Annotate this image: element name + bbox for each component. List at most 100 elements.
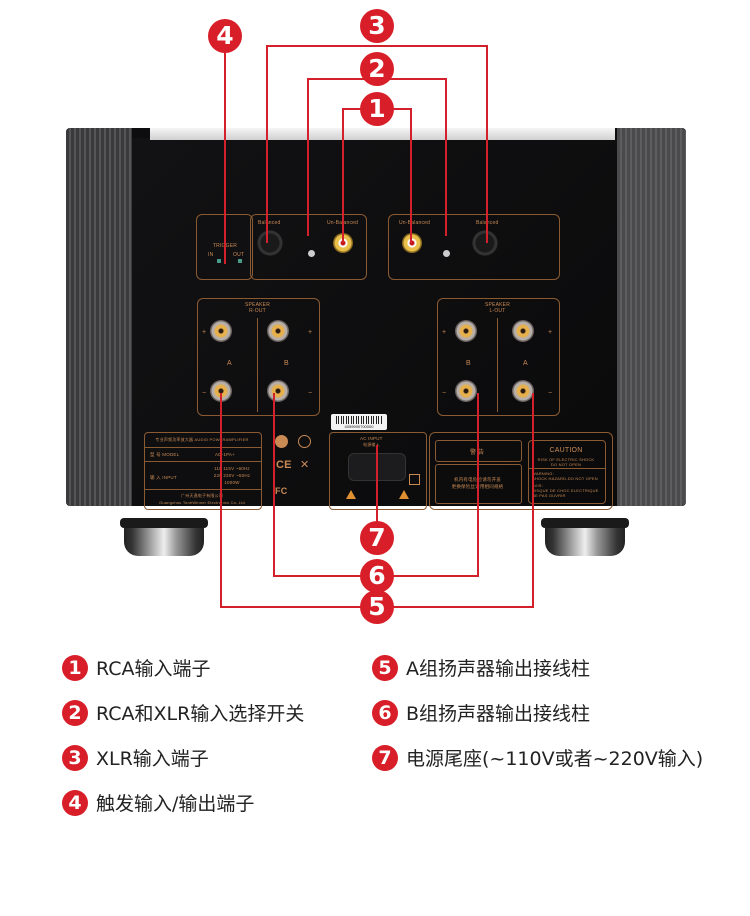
input-line1: 110 115V ~60Hz	[214, 466, 250, 471]
barcode-number: 4059990700000	[344, 424, 374, 429]
divider	[528, 468, 605, 469]
foot-right	[541, 518, 629, 556]
unbalanced-label-l: Un-Balanced	[399, 220, 431, 226]
speaker-r-b-label: B	[284, 360, 289, 367]
double-insulation-icon	[409, 474, 420, 485]
legend-item-6: 6 B组扬声器输出接线柱	[372, 699, 590, 726]
speaker-r-b-minus[interactable]	[267, 380, 289, 402]
fcc-mark: FC	[275, 486, 288, 496]
xlr-input-left[interactable]	[472, 230, 498, 256]
foot-left	[120, 518, 208, 556]
legend-number: 7	[372, 744, 398, 771]
legend-item-7: 7 电源尾座(~110V或者~220V输入)	[372, 744, 703, 771]
caution-box	[528, 440, 606, 504]
minus-sign: −	[442, 390, 447, 397]
legend-text: 触发输入/输出端子	[96, 793, 255, 815]
input-label: 输 入 INPUT	[150, 475, 177, 480]
legend-text: B组扬声器输出接线柱	[406, 703, 591, 725]
trigger-in-label: IN	[208, 252, 214, 258]
divider	[144, 447, 261, 448]
divider	[144, 461, 261, 462]
minus-sign: −	[548, 390, 553, 397]
input-panel-left	[388, 214, 560, 280]
speaker-l-title: SPEAKER	[484, 302, 511, 308]
input-selector-left[interactable]	[443, 250, 450, 257]
speaker-r-title: SPEAKER	[244, 302, 271, 308]
maker-cn: 广州天逸电子有限公司	[181, 493, 223, 498]
legend-text: XLR输入端子	[96, 748, 209, 770]
legend-number: 5	[372, 654, 398, 681]
callout-badge-4: 4	[208, 19, 242, 53]
top-cover-edge	[150, 128, 615, 140]
input-line2: 220 230V ~50Hz	[213, 473, 251, 478]
callout-badge-1: 1	[360, 92, 394, 126]
legend-number: 1	[62, 654, 88, 681]
callout-line-3	[266, 45, 488, 47]
speaker-r-a-plus[interactable]	[210, 320, 232, 342]
divider	[257, 318, 258, 412]
speaker-l-a-minus[interactable]	[512, 380, 534, 402]
rca-input-right[interactable]	[333, 233, 353, 253]
speaker-l-a-plus[interactable]	[512, 320, 534, 342]
speaker-l-a-label: A	[523, 360, 528, 367]
callout-line-7	[376, 445, 378, 525]
speaker-r-b-plus[interactable]	[267, 320, 289, 342]
caution-title: CAUTION	[549, 447, 583, 454]
trigger-in-jack[interactable]	[217, 259, 221, 263]
legend-item-3: 3 XLR输入端子	[62, 744, 209, 771]
nameplate	[144, 432, 262, 510]
warning-icon	[399, 490, 409, 499]
legend-text: RCA和XLR输入选择开关	[96, 703, 305, 725]
warning-fr-label: AVIS:	[532, 483, 543, 488]
right-heatsink	[617, 128, 686, 506]
callout-line-6	[477, 393, 479, 577]
speaker-l-b-minus[interactable]	[455, 380, 477, 402]
legend-text: 电源尾座(~110V或者~220V输入)	[406, 748, 704, 770]
callout-badge-5: 5	[360, 590, 394, 624]
maker-en: Guangzhou TonéWinner Electronics Co.,Ltd	[159, 500, 245, 505]
speaker-l-panel	[437, 298, 560, 416]
speaker-l-b-plus[interactable]	[455, 320, 477, 342]
barcode-sticker	[331, 414, 387, 430]
warning-en-text: SHOCK HAZARD-DO NOT OPEN	[532, 476, 598, 481]
rca-input-left[interactable]	[402, 233, 422, 253]
callout-badge-7: 7	[360, 521, 394, 555]
warning-fr-text2: NE PAS OUVRIR	[532, 493, 566, 498]
speaker-r-panel	[197, 298, 320, 416]
weee-icon: ✕	[300, 459, 310, 471]
balanced-label-r: Balanced	[258, 220, 281, 226]
speaker-r-a-label: A	[227, 360, 232, 367]
plus-sign: +	[442, 329, 447, 336]
legend-text: A组扬声器输出接线柱	[406, 658, 590, 680]
speaker-r-sub: R-OUT	[249, 308, 266, 314]
trigger-out-jack[interactable]	[238, 259, 242, 263]
minus-sign: −	[202, 390, 207, 397]
plus-sign: +	[202, 329, 207, 336]
warning-icon	[346, 490, 356, 499]
speaker-r-a-minus[interactable]	[210, 380, 232, 402]
speaker-l-sub: L-OUT	[489, 308, 506, 314]
legend-text: RCA输入端子	[96, 658, 211, 680]
ce-mark: CE	[276, 459, 292, 471]
legend-number: 3	[62, 744, 88, 771]
callout-line-4	[224, 52, 226, 264]
model-label: 型 号 MODEL	[150, 452, 180, 457]
callout-line-5	[220, 393, 222, 608]
legend-item-5: 5 A组扬声器输出接线柱	[372, 654, 590, 681]
xlr-input-right[interactable]	[257, 230, 283, 256]
speaker-l-b-label: B	[466, 360, 471, 367]
divider	[497, 318, 498, 412]
input-selector-right[interactable]	[308, 250, 315, 257]
ac-input-label: AC INPUT	[360, 436, 383, 441]
callout-badge-2: 2	[360, 52, 394, 86]
caution-line2: DO NOT OPEN	[550, 462, 582, 467]
legend-number: 4	[62, 789, 88, 816]
callout-line-6	[273, 393, 275, 577]
input-line3: 1000W	[224, 480, 240, 485]
plus-sign: +	[548, 329, 553, 336]
divider	[144, 489, 261, 490]
caution-line1: RISK OF ELECTRIC SHOCK	[537, 457, 595, 462]
nameplate-title: 专业声频功率放大器 AUDIO POWERAMPLIFIER	[155, 437, 249, 442]
callout-badge-6: 6	[360, 559, 394, 593]
legend-item-1: 1 RCA输入端子	[62, 654, 211, 681]
